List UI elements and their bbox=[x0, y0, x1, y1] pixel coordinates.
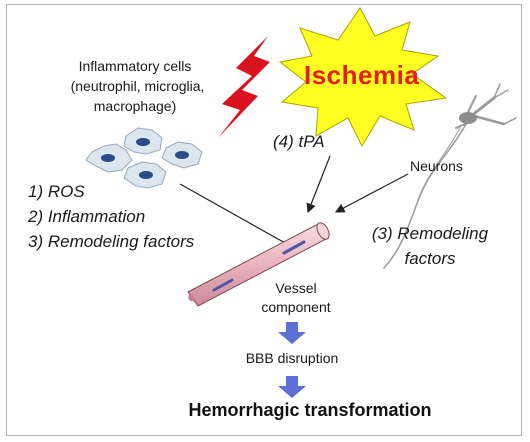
neuron-soma bbox=[459, 112, 477, 124]
arrow-inflammation-to-vessel bbox=[179, 183, 296, 249]
diagram-frame bbox=[6, 4, 522, 436]
arrow-tpa-to-vessel bbox=[306, 155, 331, 214]
down-arrow-to-hemorrhagic bbox=[278, 376, 306, 398]
vessel-label-line1: Vessel bbox=[275, 280, 317, 296]
lightning-bolt-icon bbox=[218, 36, 270, 138]
tpa-label: (4) tPA bbox=[273, 132, 325, 151]
factor-ros: 1) ROS bbox=[28, 182, 85, 201]
inflammatory-cells-subtitle-2: macrophage) bbox=[93, 98, 177, 114]
vessel-label-line2: component bbox=[261, 299, 331, 315]
arrow-neurons-to-vessel bbox=[334, 173, 409, 213]
ischemia-label: Ischemia bbox=[304, 60, 420, 90]
neurons-label: Neurons bbox=[410, 158, 463, 174]
remodeling-factors-line1: (3) Remodeling bbox=[371, 224, 489, 243]
inflammatory-cell-2 bbox=[123, 127, 163, 155]
down-arrow-to-bbb bbox=[278, 322, 306, 344]
bbb-disruption-label: BBB disruption bbox=[245, 350, 339, 366]
factor-remodeling: 3) Remodeling factors bbox=[28, 232, 195, 251]
inflammatory-cells-title: Inflammatory cells bbox=[78, 58, 192, 74]
factor-inflammation: 2) Inflammation bbox=[28, 207, 146, 226]
inflammatory-cell-3 bbox=[161, 141, 203, 169]
inflammatory-cells-subtitle-1: (neutrophil, microglia, bbox=[70, 78, 205, 94]
hemorrhagic-transformation-label: Hemorrhagic transformation bbox=[188, 400, 432, 420]
vessel-tube bbox=[187, 222, 330, 307]
inflammatory-cell-1 bbox=[85, 143, 133, 173]
remodeling-factors-line2: factors bbox=[404, 249, 456, 268]
inflammatory-cell-4 bbox=[123, 161, 167, 189]
ischemia-burst-shape bbox=[278, 7, 448, 148]
